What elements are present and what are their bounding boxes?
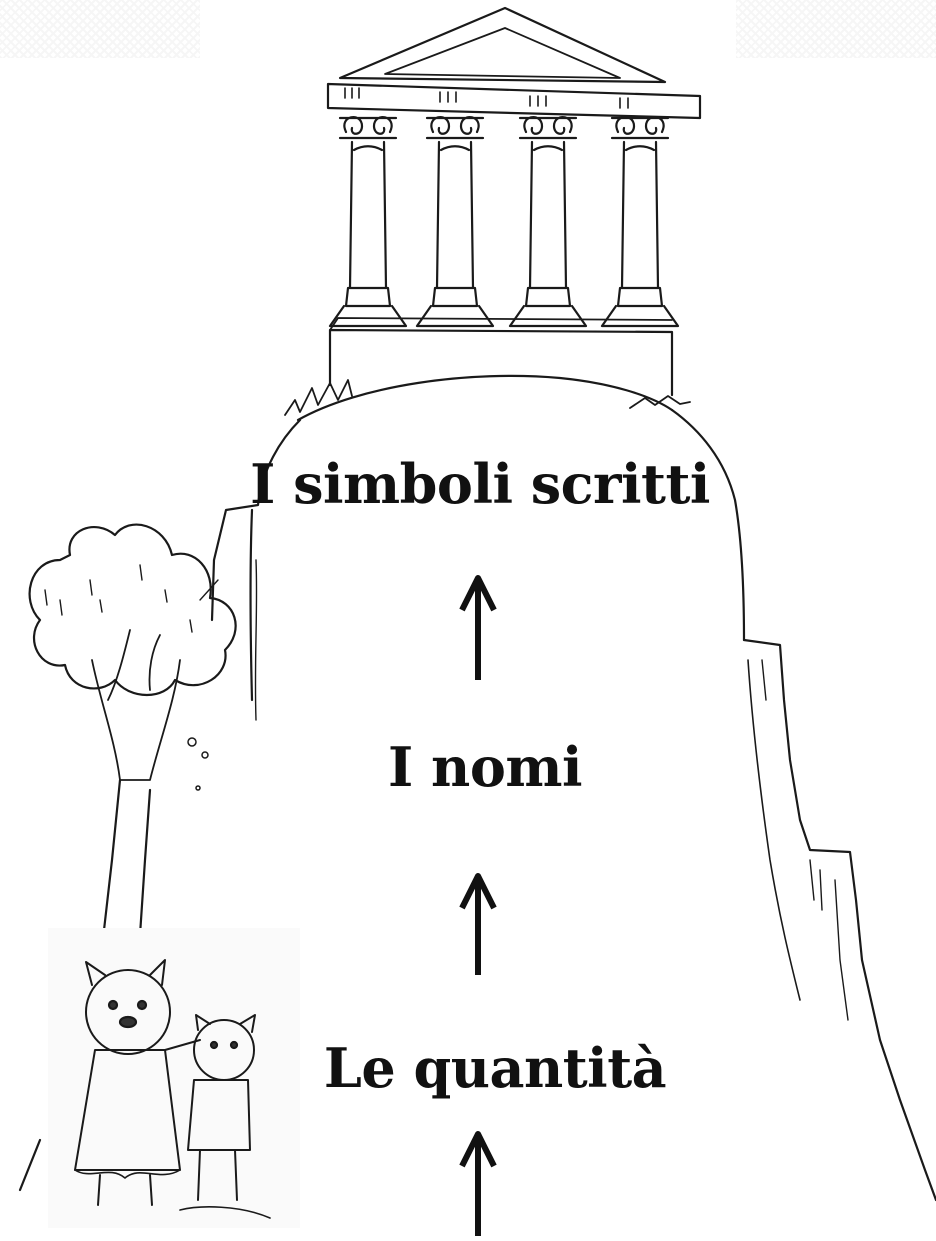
arrow-middle [459,873,497,975]
arrow-top [459,575,497,680]
level-label-names: I nomi [388,735,583,799]
bear-characters-icon [48,928,300,1228]
corner-pattern-right [736,0,936,58]
temple-column [328,116,408,328]
temple-column [600,116,680,328]
level-label-symbols: I simboli scritti [250,452,710,516]
level-label-quantities: Le quantità [323,1036,667,1100]
arrow-up-icon [459,575,497,1236]
temple-column [415,116,495,328]
mountain-icon [18,374,936,1202]
arrow-bottom [459,1131,497,1236]
tree-icon [28,523,237,791]
corner-pattern-left [0,0,200,58]
temple-icon [326,6,702,397]
temple-column [508,116,588,328]
